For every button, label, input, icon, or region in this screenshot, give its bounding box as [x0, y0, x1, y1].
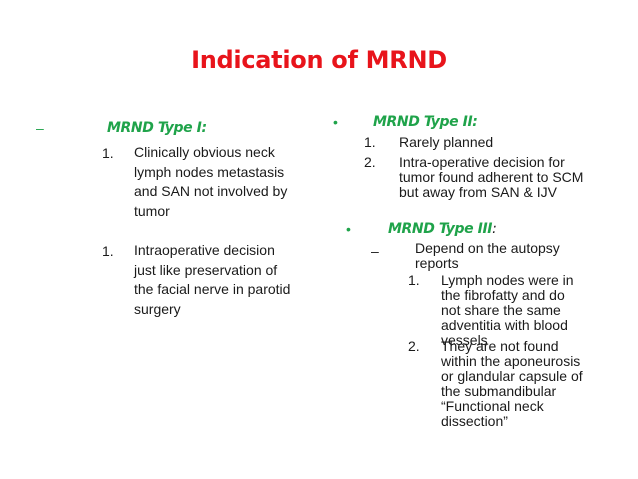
heading-colon: :	[492, 221, 497, 237]
text-line: Rarely planned	[399, 134, 494, 150]
text-line: Clinically obvious neck	[134, 144, 275, 160]
heading-type-3-label: MRND Type III	[388, 221, 493, 237]
text-line: Lymph nodes were in	[441, 272, 574, 288]
bullet-marker: •	[346, 221, 351, 237]
text-line: tumor	[134, 202, 170, 219]
heading-type-3: MRND Type III:	[388, 221, 497, 237]
list-item-text: Rarely planned	[399, 135, 493, 150]
sub-item-text: Depend on the autopsy reports	[415, 241, 560, 271]
text-line: Intra-operative decision for	[399, 154, 565, 170]
text-line: not share the same	[441, 302, 561, 318]
item-number: 2.	[408, 338, 420, 354]
text-line: dissection”	[441, 413, 508, 429]
list-item-text: Lymph nodes were in the fibrofatty and d…	[441, 273, 574, 348]
text-line: adventitia with blood	[441, 317, 568, 333]
text-line: tumor found adherent to SCM	[399, 169, 584, 185]
text-line: the facial nerve in parotid	[134, 281, 291, 297]
text-line: and SAN not involved by	[134, 183, 288, 199]
list-item-text: Intra-operative decision for tumor found…	[399, 155, 583, 200]
text-line: but away from SAN & IJV	[399, 184, 557, 200]
text-line: just like preservation of	[134, 261, 278, 278]
text-line: “Functional neck	[441, 398, 544, 414]
text-line: or glandular capsule of	[441, 368, 583, 384]
item-number: 1.	[102, 145, 114, 161]
slide-title: Indication of MRND	[191, 46, 447, 74]
dash-marker: –	[36, 120, 44, 136]
text-line: vessels	[441, 332, 488, 348]
heading-type-2: MRND Type II:	[373, 114, 478, 130]
text-line: the fibrofatty and do	[441, 287, 565, 303]
item-number: 1.	[102, 243, 114, 259]
item-number: 2.	[364, 154, 376, 170]
item-number: 1.	[408, 272, 420, 288]
text-line: within the aponeurosis	[441, 353, 581, 369]
list-item-text: Intraoperative decision just like preser…	[134, 241, 290, 319]
text-line: Depend on the autopsy	[415, 240, 560, 256]
list-item-text: They are not found within the aponeurosi…	[441, 339, 583, 429]
text-line: surgery	[134, 300, 181, 317]
text-line: They are not found	[441, 338, 559, 354]
item-number: 1.	[364, 134, 376, 150]
dash-marker: –	[371, 243, 379, 259]
heading-type-1: MRND Type I:	[107, 120, 207, 136]
bullet-marker: •	[333, 114, 338, 130]
text-line: lymph nodes metastasis	[134, 163, 285, 180]
text-line: the submandibular	[441, 383, 557, 399]
text-line: reports	[415, 255, 459, 271]
list-item-text: Clinically obvious neck lymph nodes meta…	[134, 143, 287, 221]
text-line: Intraoperative decision	[134, 242, 275, 258]
